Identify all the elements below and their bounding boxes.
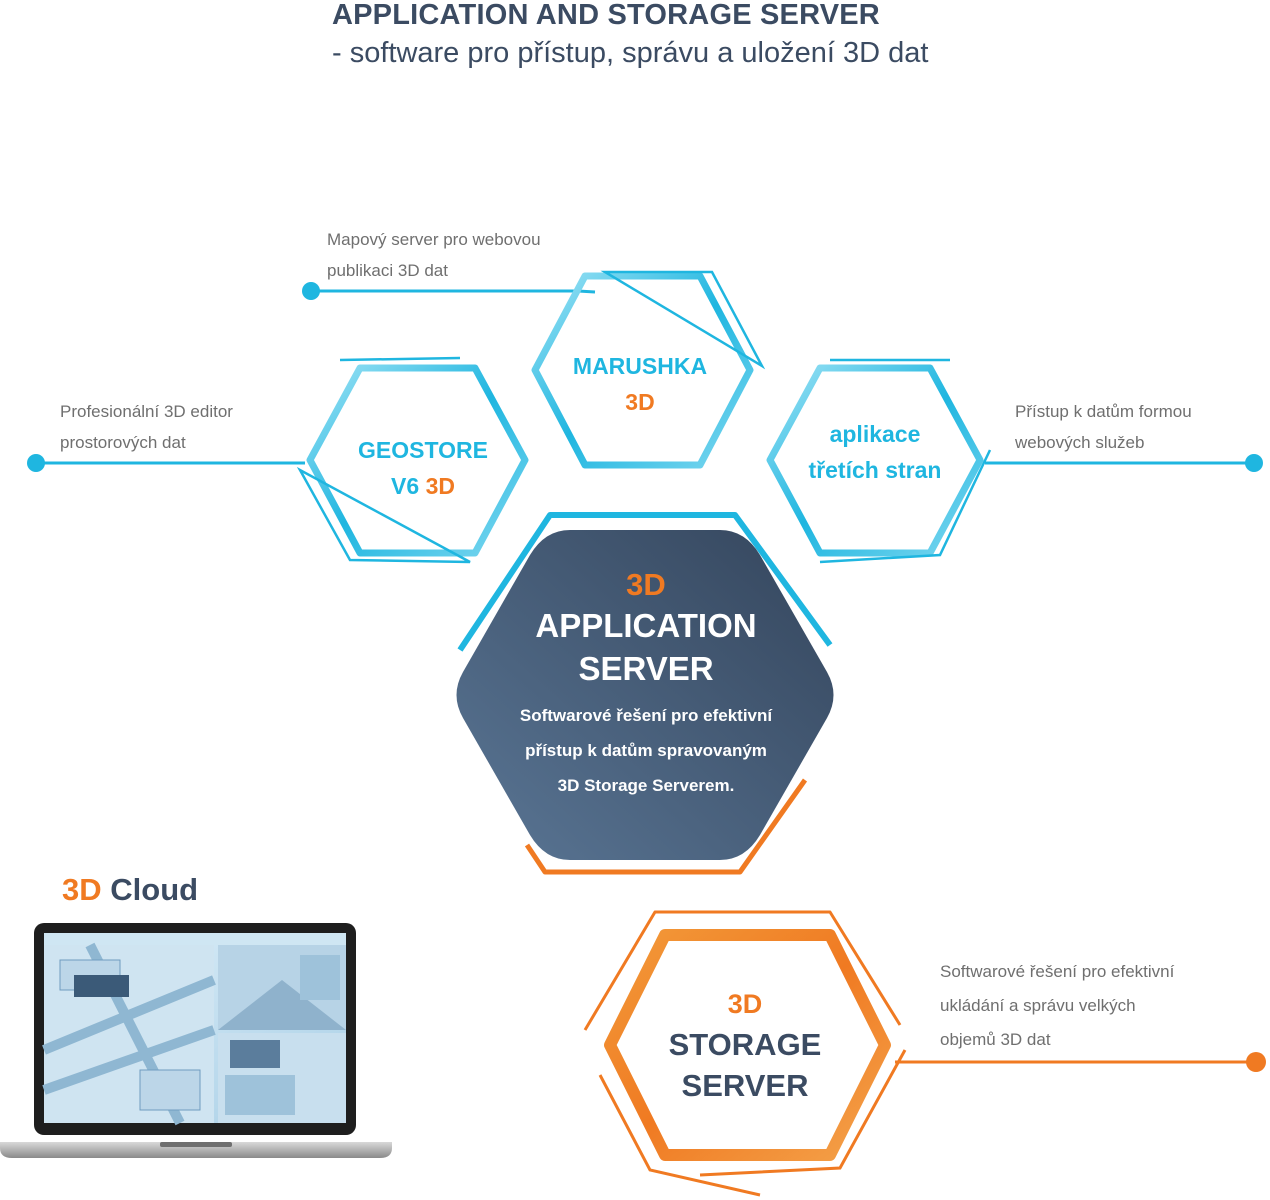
application-desc-line-2: přístup k datům spravovaným: [525, 741, 767, 760]
cloud-3d: 3D: [62, 872, 102, 907]
marushka-note-line-2: publikaci 3D dat: [327, 261, 448, 280]
third-party-note-line-2: webových služeb: [1015, 433, 1145, 452]
marushka-hexagon[interactable]: [531, 270, 766, 469]
connector-storage: [895, 1052, 1266, 1072]
storage-server-description: Softwarové řešení pro efektivní ukládání…: [940, 955, 1240, 1057]
storage-note-line-3: objemů 3D dat: [940, 1030, 1051, 1049]
marushka-name: MARUSHKA: [572, 353, 708, 379]
storage-note-line-2: ukládání a správu velkých: [940, 996, 1136, 1015]
storage-server-3d: 3D: [727, 989, 763, 1019]
third-party-line-1: aplikace: [829, 421, 921, 447]
geostore-name: GEOSTORE: [358, 437, 488, 463]
geostore-label: GEOSTORE V6 3D: [318, 432, 528, 504]
application-desc-line-1: Softwarové řešení pro efektivní: [519, 706, 773, 725]
page-subtitle: - software pro přístup, správu a uložení…: [332, 37, 929, 69]
geostore-3d: 3D: [425, 473, 455, 499]
third-party-label: aplikace třetích stran: [770, 416, 980, 488]
storage-server-title-line-1: STORAGE: [668, 1027, 822, 1062]
geostore-version-prefix: V6: [391, 473, 426, 499]
application-server-hexagon[interactable]: [456, 512, 834, 875]
storage-note-line-1: Softwarové řešení pro efektivní: [940, 962, 1175, 981]
geostore-note-line-1: Profesionální 3D editor: [60, 402, 233, 421]
application-desc-line-3: 3D Storage Serverem.: [557, 776, 735, 795]
marushka-note-line-1: Mapový server pro webovou: [327, 230, 541, 249]
third-party-hexagon[interactable]: [766, 358, 992, 564]
marushka-description: Mapový server pro webovou publikaci 3D d…: [327, 224, 587, 286]
laptop-image: [0, 923, 392, 1158]
application-server-title: APPLICATION SERVER: [460, 604, 832, 690]
cloud-label: Cloud: [101, 872, 199, 907]
third-party-description: Přístup k datům formou webových služeb: [1015, 396, 1245, 458]
connector-third-party: [985, 454, 1263, 472]
storage-server-title: STORAGE SERVER: [600, 1024, 890, 1106]
storage-server-label: 3D STORAGE SERVER: [600, 984, 890, 1106]
storage-server-hexagon[interactable]: [583, 910, 907, 1197]
geostore-description: Profesionální 3D editor prostorových dat: [60, 396, 290, 458]
geostore-version: V6 3D: [318, 468, 528, 504]
application-server-description: Softwarové řešení pro efektivní přístup …: [460, 698, 832, 803]
third-party-note-line-1: Přístup k datům formou: [1015, 402, 1192, 421]
application-server-title-line-1: APPLICATION: [535, 607, 757, 644]
geostore-hexagon[interactable]: [296, 356, 529, 564]
third-party-line-2: třetích stran: [808, 457, 942, 483]
storage-server-title-line-2: SERVER: [681, 1068, 809, 1103]
application-server-label: 3D APPLICATION SERVER Softwarové řešení …: [460, 566, 832, 803]
marushka-label: MARUSHKA 3D: [540, 348, 740, 420]
page-title: APPLICATION AND STORAGE SERVER: [332, 0, 880, 31]
application-server-title-line-2: SERVER: [578, 650, 714, 687]
marushka-3d: 3D: [625, 389, 655, 415]
application-server-3d: 3D: [626, 567, 666, 602]
connector-geostore: [27, 454, 305, 472]
cloud-title: 3D Cloud: [62, 872, 198, 908]
geostore-note-line-2: prostorových dat: [60, 433, 186, 452]
